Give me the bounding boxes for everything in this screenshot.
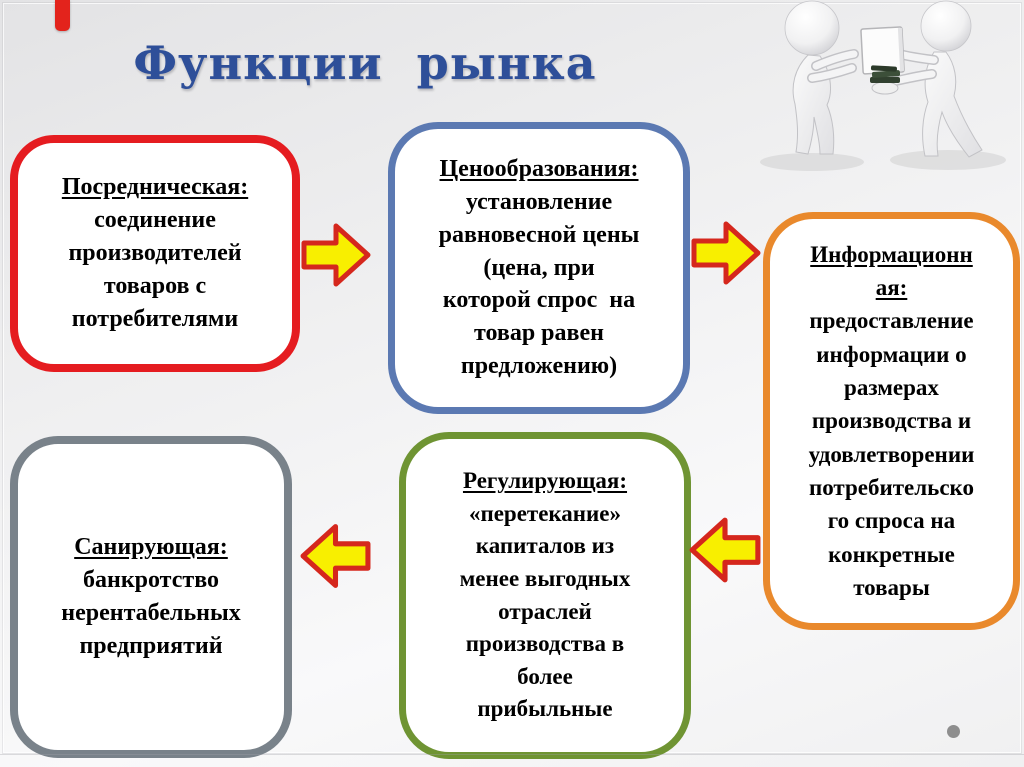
money-stack [870, 65, 901, 95]
box-regulating-header: Регулирующая: [462, 467, 628, 493]
slide-title: Функции рынка [133, 36, 597, 90]
arrow-left-icon [689, 517, 761, 583]
box-sanitizing-body: банкротство нерентабельных предприятий [61, 566, 241, 660]
left-figure [784, 0, 859, 155]
box-pricing: Ценообразования: установление равновесно… [388, 122, 690, 414]
box-information: Информационн ая: предоставление информац… [763, 212, 1020, 630]
box-mediation-body: соединение производителей товаров с потр… [68, 206, 242, 333]
box-pricing-body: установление равновесной цены (цена, при… [438, 188, 640, 380]
exchanged-box [860, 26, 905, 75]
figures-exchange-illustration [760, 0, 1006, 171]
arrow-right-icon [301, 223, 371, 287]
box-sanitizing-header: Санирующая: [74, 533, 228, 560]
red-corner-bar [55, 0, 70, 31]
left-figure-head [784, 0, 840, 56]
slide-end-dot [947, 725, 960, 738]
box-sanitizing: Санирующая: банкротство нерентабельных п… [10, 436, 292, 758]
left-figure-shadow [760, 153, 864, 171]
box-regulating-body: «перетекание» капиталов из менее выгодны… [459, 500, 631, 722]
box-information-header: Информационн ая: [810, 241, 973, 300]
box-regulating: Регулирующая: «перетекание» капиталов из… [399, 432, 691, 759]
right-figure [885, 0, 983, 158]
right-figure-head [920, 0, 972, 52]
box-mediation: Посредническая: соединение производителе… [10, 135, 300, 372]
box-information-body: предоставление информации о размерах про… [808, 308, 975, 601]
arrow-right-icon [691, 221, 761, 285]
box-pricing-header: Ценообразования: [439, 155, 639, 182]
right-figure-shadow [890, 150, 1006, 170]
box-mediation-header: Посредническая: [61, 173, 249, 200]
arrow-left-icon [300, 524, 371, 588]
